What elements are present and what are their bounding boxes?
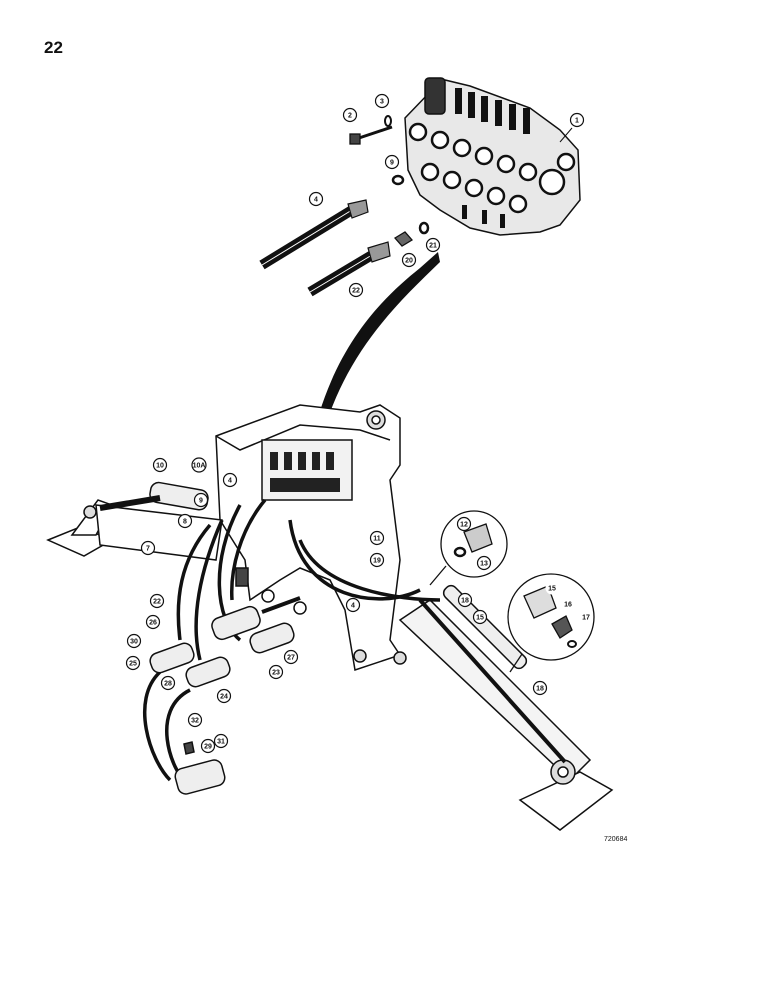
callout-2: 2	[348, 113, 352, 120]
callout-24: 24	[220, 694, 228, 701]
callout-15-a: 15	[476, 615, 484, 622]
callout-16: 16	[564, 602, 572, 609]
callout-31: 31	[217, 739, 225, 746]
page-number: 22	[44, 38, 63, 57]
left-stabilizer	[46, 481, 223, 561]
swing-cylinders	[149, 589, 307, 688]
callout-10: 10	[156, 463, 164, 470]
callout-26: 26	[149, 620, 157, 627]
callout-22-mid: 22	[153, 599, 161, 606]
callout-18-b: 18	[536, 686, 544, 693]
cylinder-detail	[174, 741, 226, 795]
callout-17: 17	[582, 615, 590, 622]
callout-4-low: 4	[351, 603, 355, 610]
callout-32: 32	[191, 718, 199, 725]
callout-7: 7	[146, 546, 150, 553]
hydraulic-hoses	[143, 498, 441, 787]
callout-29: 29	[204, 744, 212, 751]
callout-20-top: 20	[405, 258, 413, 265]
callout-13: 13	[480, 561, 488, 568]
callout-3: 3	[380, 99, 384, 106]
callout-22-top: 22	[352, 288, 360, 295]
valve-fittings	[349, 115, 430, 247]
callout-19: 19	[373, 558, 381, 565]
callout-27: 27	[287, 655, 295, 662]
callout-4-mid: 4	[228, 478, 232, 485]
callout-28: 28	[164, 681, 172, 688]
callout-4-top: 4	[314, 197, 318, 204]
callout-1: 1	[575, 118, 579, 125]
callouts: 1 2 3 9 4 20 21 22 10 10A 9 4 8 7 12 13 …	[125, 93, 593, 754]
control-valve-assembly	[404, 77, 581, 236]
callout-30: 30	[130, 639, 138, 646]
callout-15-b: 15	[548, 586, 556, 593]
callout-23: 23	[272, 670, 280, 677]
callout-9-top: 9	[390, 160, 394, 167]
callout-25: 25	[129, 661, 137, 668]
hydraulic-tubes	[259, 199, 391, 297]
drawing-id: 720684	[604, 836, 628, 843]
callout-11: 11	[373, 536, 381, 543]
callout-10a: 10A	[193, 463, 206, 470]
callout-18-a: 18	[461, 598, 469, 605]
callout-21: 21	[429, 243, 437, 250]
callout-12: 12	[460, 522, 468, 529]
callout-9-mid: 9	[199, 498, 203, 505]
callout-8: 8	[183, 519, 187, 526]
